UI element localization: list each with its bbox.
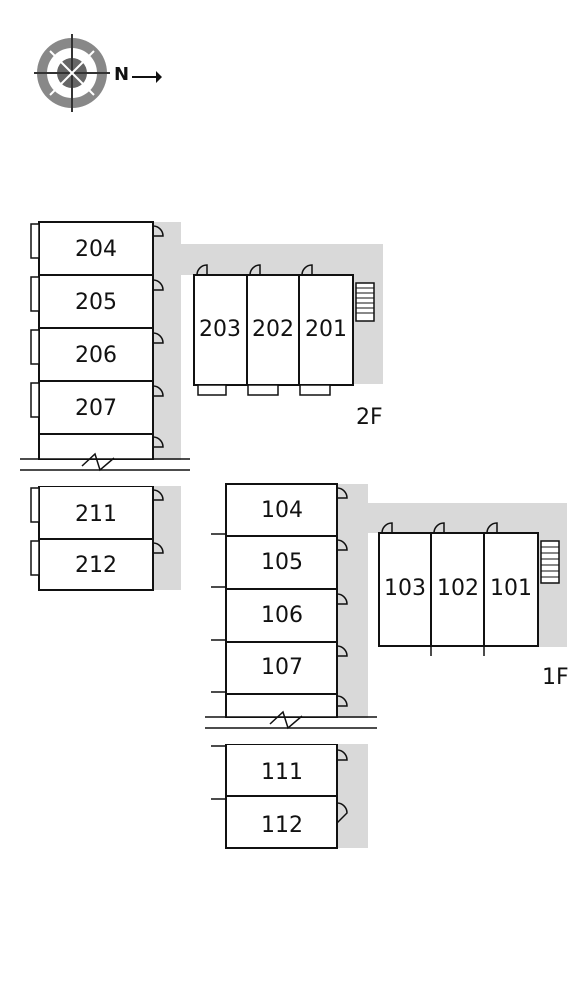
room-106 [225,588,338,643]
door-103-icon [381,522,393,534]
floor-1-break-gap [205,718,377,744]
room-204 [38,221,154,276]
floor-2-break-zigzag [81,452,115,472]
balcony-206 [30,329,40,365]
floor-1-break-zigzag [269,710,303,730]
room-112 [225,795,338,849]
door-105-icon [336,539,348,551]
door-212-icon [152,542,164,554]
door-206-icon [152,332,164,344]
room-label-106: 106 [261,603,303,628]
room-label-205: 205 [75,290,117,315]
room-label-107: 107 [261,655,303,680]
room-104 [225,483,338,537]
balcony-207 [30,382,40,418]
room-102 [430,532,485,647]
room-label-105: 105 [261,550,303,575]
floor-1-stairs-icon [540,540,560,584]
room-212 [38,538,154,591]
balcony-204 [30,223,40,259]
door-partial-icon [152,436,164,448]
compass-north-label: N [114,64,129,85]
floor-2-stairs-icon [355,282,375,322]
balcony-212 [30,540,40,576]
floor-2-break-gap [20,460,190,486]
door-211-icon [152,489,164,501]
door-partial-lower-icon [336,695,348,707]
room-label-203: 203 [199,317,241,342]
room-203 [193,274,248,386]
room-label-206: 206 [75,343,117,368]
compass-north-arrow-icon [132,71,162,83]
room-label-103: 103 [384,576,426,601]
floor-1-wall-ticks [211,533,226,800]
room-label-204: 204 [75,237,117,262]
balcony-201 [299,384,331,396]
floor-2-upper-doors [196,264,313,276]
floor-2-plan: 204 205 206 207 211 212 203 202 201 2F [20,221,383,591]
compass-diagonal-2 [49,50,95,96]
room-111 [225,743,338,797]
door-104-icon [336,487,348,499]
room-105 [225,535,338,590]
room-107 [225,641,338,695]
door-106-icon [336,593,348,605]
door-205-icon [152,279,164,291]
room-label-212: 212 [75,553,117,578]
door-202-icon [249,264,261,276]
door-204-icon [152,225,164,237]
room-201 [298,274,354,386]
floor-2-corridor [153,222,383,590]
room-label-102: 102 [437,576,479,601]
floor-1-plan: 104 105 106 107 111 112 103 102 101 1F [205,483,569,849]
door-107-icon [336,645,348,657]
floor-1-left-doors [336,487,348,824]
room-label-202: 202 [252,317,294,342]
door-111-icon [336,749,348,761]
floor-1-corridor [337,484,567,848]
room-label-211: 211 [75,502,117,527]
floor-1-upper-doors [381,522,498,534]
room-label-112: 112 [261,813,303,838]
room-label-201: 201 [305,317,347,342]
room-101 [483,532,539,647]
door-207-icon [152,385,164,397]
door-203-icon [196,264,208,276]
room-label-111: 111 [261,760,303,785]
room-label-101: 101 [490,576,532,601]
door-112-icon [336,802,348,824]
balcony-205 [30,276,40,312]
door-102-icon [433,522,445,534]
balcony-211 [30,487,40,523]
balcony-203 [197,384,227,396]
balcony-202 [247,384,279,396]
compass: N [34,34,162,112]
room-label-104: 104 [261,498,303,523]
floor-2-left-doors [152,225,164,554]
floor-2-label: 2F [356,405,383,430]
door-201-icon [301,264,313,276]
room-label-207: 207 [75,396,117,421]
floor-1-label: 1F [542,665,569,690]
door-101-icon [486,522,498,534]
